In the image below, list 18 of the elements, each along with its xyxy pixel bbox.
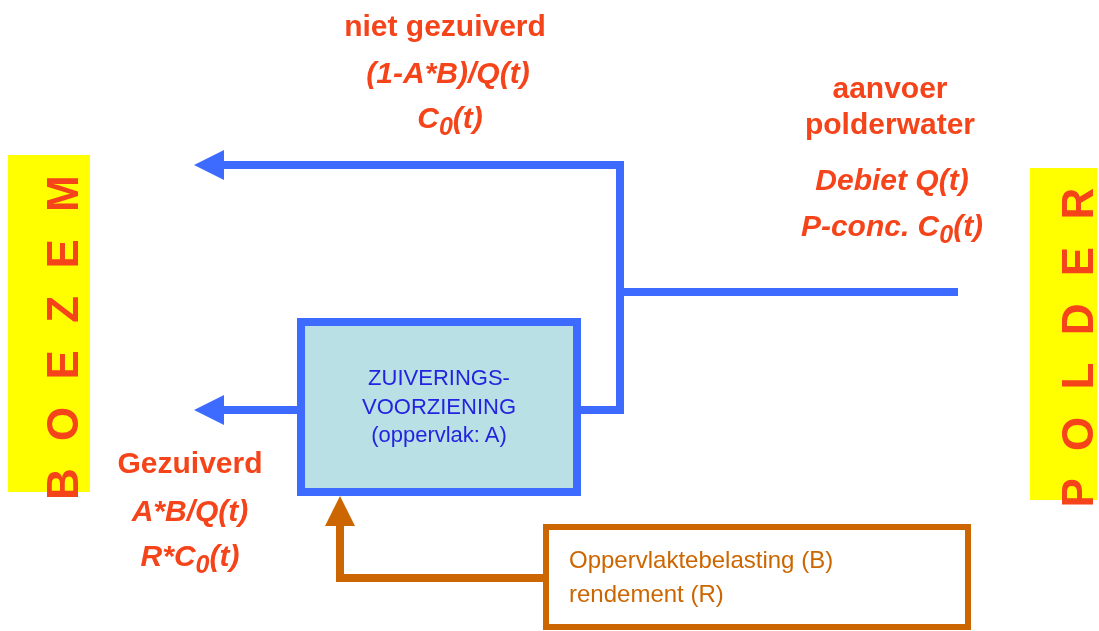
box-text: ZUIVERINGS-VOORZIENING bbox=[361, 364, 517, 421]
flow-label: (1-A*B)/Q(t) bbox=[366, 55, 530, 91]
box-text: (oppervlak: A) bbox=[371, 421, 507, 450]
flow-label: Debiet Q(t) bbox=[815, 162, 969, 198]
process-box bbox=[297, 318, 581, 496]
flow-label: R*C$_{0}$(t) bbox=[140, 538, 240, 579]
flow-label: Gezuiverd bbox=[117, 445, 263, 481]
flow-label: niet gezuiverd bbox=[344, 8, 546, 44]
flow-label: P-conc. C$_{0}$(t) bbox=[800, 208, 984, 249]
side-label: POLDER bbox=[1052, 160, 1099, 508]
arrow bbox=[194, 395, 297, 425]
box-text: Oppervlaktebelasting (B) rendement (R) bbox=[569, 545, 835, 609]
parameter-box bbox=[543, 524, 971, 630]
flow-label: A*B/Q(t) bbox=[131, 493, 249, 529]
flow-label: aanvoer polderwater bbox=[803, 70, 976, 142]
flow-label: C$_{0}$(t) bbox=[417, 100, 483, 141]
side-label: BOEZEM bbox=[37, 147, 88, 500]
arrow bbox=[325, 496, 543, 582]
